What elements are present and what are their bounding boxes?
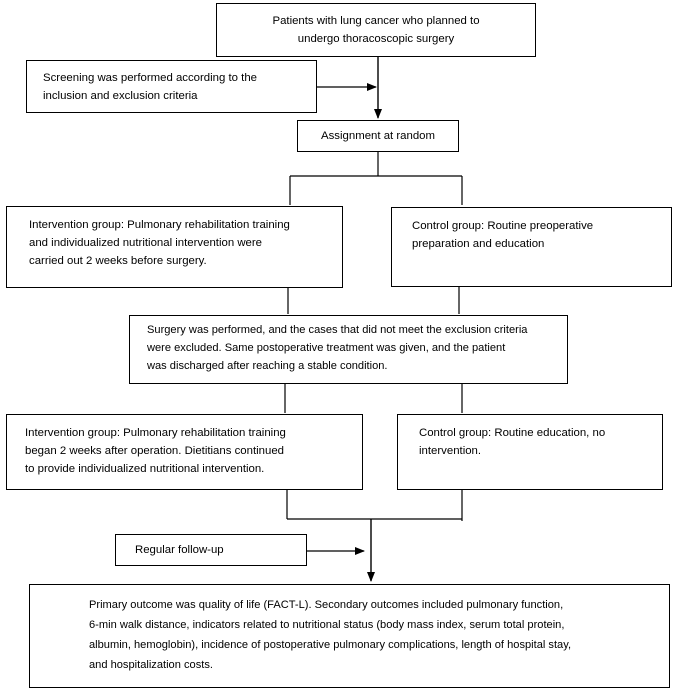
surgery-text: Surgery was performed, and the cases tha…	[147, 324, 528, 372]
intervention-pre-box: Intervention group: Pulmonary rehabilita…	[6, 206, 343, 288]
surgery-box: Surgery was performed, and the cases tha…	[129, 315, 568, 384]
follow-up-box: Regular follow-up	[115, 534, 307, 566]
screening-box: Screening was performed according to the…	[26, 60, 317, 113]
outcomes-text: Primary outcome was quality of life (FAC…	[89, 599, 572, 671]
control-post-text: Control group: Routine education, no int…	[419, 427, 606, 457]
control-post-box: Control group: Routine education, no int…	[397, 414, 663, 490]
patients-box: Patients with lung cancer who planned to…	[216, 3, 536, 57]
control-pre-box: Control group: Routine preoperative prep…	[391, 207, 672, 287]
randomization-box: Assignment at random	[297, 120, 459, 152]
randomization-text: Assignment at random	[321, 130, 435, 142]
intervention-post-text: Intervention group: Pulmonary rehabilita…	[25, 427, 286, 475]
control-pre-text: Control group: Routine preoperative prep…	[412, 220, 594, 250]
outcomes-box: Primary outcome was quality of life (FAC…	[29, 584, 670, 688]
screening-text: Screening was performed according to the…	[43, 72, 258, 102]
patients-text: Patients with lung cancer who planned to…	[272, 15, 480, 45]
intervention-pre-text: Intervention group: Pulmonary rehabilita…	[29, 219, 290, 267]
intervention-post-box: Intervention group: Pulmonary rehabilita…	[6, 414, 363, 490]
follow-up-text: Regular follow-up	[135, 544, 224, 556]
